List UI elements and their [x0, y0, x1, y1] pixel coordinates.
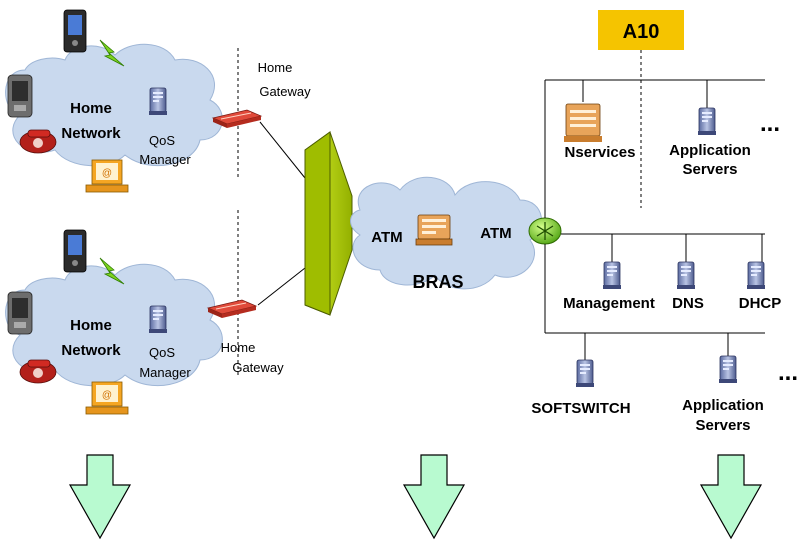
- link-line: [259, 121, 306, 179]
- server-icon: [718, 355, 738, 384]
- ellipsis-bottom: ...: [778, 359, 798, 386]
- down-arrow-icon: [68, 454, 132, 540]
- pda-icon: [63, 9, 87, 53]
- server-icon: [676, 261, 696, 290]
- server-icon: [697, 107, 717, 136]
- home-network-label-line2: Network: [61, 125, 121, 142]
- app-servers-top-label-line2: Servers: [682, 161, 737, 178]
- pc-icon: [85, 381, 129, 415]
- dhcp-label: DHCP: [739, 295, 782, 312]
- atm-left-label: ATM: [371, 229, 402, 246]
- nservices-icon: [564, 103, 602, 142]
- modem-icon: [207, 299, 257, 319]
- nservices-label: Nservices: [565, 144, 636, 161]
- qos-label: QoS: [149, 345, 175, 360]
- a10-box: [598, 10, 684, 50]
- app-servers-bottom-label-line2: Servers: [695, 417, 750, 434]
- link-line: [257, 267, 306, 306]
- home-gateway-label-line2: Gateway: [259, 84, 311, 99]
- dns-label: DNS: [672, 295, 704, 312]
- atm-right-label: ATM: [480, 225, 511, 242]
- top-home-network-cloud: [5, 43, 223, 167]
- ellipsis-top: ...: [760, 110, 780, 137]
- server-icon: [575, 359, 595, 388]
- home-network-label-line1: Home: [70, 317, 112, 334]
- server-icon: [148, 87, 168, 116]
- qos-manager-label: Manager: [139, 152, 191, 167]
- pc-icon: [85, 159, 129, 193]
- handheld-icon: [7, 74, 33, 118]
- bras-icon: [415, 214, 453, 246]
- home-network-label-line1: Home: [70, 100, 112, 117]
- down-arrow-icon: [402, 454, 466, 540]
- firewall-icon: [304, 131, 353, 316]
- qos-label: QoS: [149, 133, 175, 148]
- softswitch-label: SOFTSWITCH: [531, 400, 630, 417]
- app-servers-bottom-label-line1: Application: [682, 397, 764, 414]
- handheld-icon: [7, 291, 33, 335]
- home-gateway-label-line2: Gateway: [232, 360, 284, 375]
- home-gateway-label-line1: Home: [221, 340, 256, 355]
- bras-label: BRAS: [412, 272, 463, 292]
- management-label: Management: [563, 295, 655, 312]
- home-gateway-label-line1: Home: [258, 60, 293, 75]
- qos-manager-label: Manager: [139, 365, 191, 380]
- pda-icon: [63, 229, 87, 273]
- router-icon: [528, 217, 562, 245]
- app-servers-top-label-line1: Application: [669, 142, 751, 159]
- down-arrow-icon: [699, 454, 763, 540]
- server-icon: [746, 261, 766, 290]
- server-icon: [602, 261, 622, 290]
- a10-label: A10: [623, 21, 660, 43]
- bottom-home-network-cloud: [5, 263, 223, 387]
- home-network-label-line2: Network: [61, 342, 121, 359]
- server-icon: [148, 305, 168, 334]
